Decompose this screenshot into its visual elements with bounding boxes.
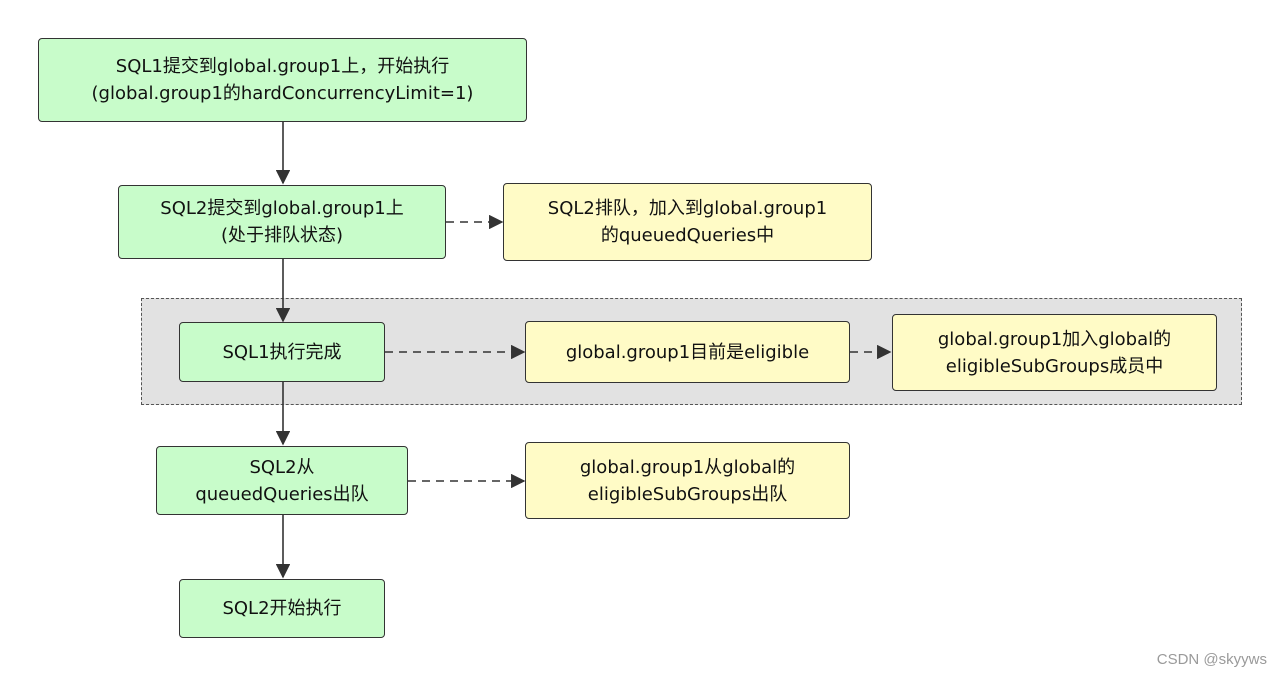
node-sql2-submit: SQL2提交到global.group1上 (处于排队状态) [118,185,446,259]
node-sql2-dequeue-line2: queuedQueries出队 [195,483,369,505]
node-sql2-submit-line1: SQL2提交到global.group1上 [160,198,404,219]
node-sql2-queue: SQL2排队，加入到global.group1 的queuedQueries中 [503,183,872,261]
node-sql1-submit-line1: SQL1提交到global.group1上，开始执行 [115,56,450,77]
node-sql2-execute-line1: SQL2开始执行 [222,598,342,619]
node-sql1-submit-line2: (global.group1的hardConcurrencyLimit=1) [91,83,474,104]
node-sql1-submit: SQL1提交到global.group1上，开始执行 (global.group… [38,38,527,122]
node-group-leave-eligible-line1: global.group1从global的 [579,456,796,478]
node-sql1-complete: SQL1执行完成 [179,322,385,382]
node-sql2-execute: SQL2开始执行 [179,579,385,638]
node-sql2-dequeue-line1: SQL2从 [249,456,315,478]
node-group-join-eligible-line2: eligibleSubGroups成员中 [945,355,1164,377]
node-group-eligible-line1: global.group1目前是eligible [565,341,810,363]
node-group-eligible: global.group1目前是eligible [525,321,850,383]
watermark-text: CSDN @skyyws [1156,651,1267,668]
node-group-join-eligible-line1: global.group1加入global的 [937,328,1172,350]
node-group-leave-eligible-line2: eligibleSubGroups出队 [587,483,788,505]
node-sql2-submit-line2: (处于排队状态) [220,225,344,246]
node-group-leave-eligible: global.group1从global的 eligibleSubGroups出… [525,442,850,519]
node-group-join-eligible: global.group1加入global的 eligibleSubGroups… [892,314,1217,391]
node-sql2-queue-line2: 的queuedQueries中 [600,225,775,246]
node-sql2-queue-line1: SQL2排队，加入到global.group1 [547,198,828,219]
node-sql2-dequeue: SQL2从 queuedQueries出队 [156,446,408,515]
node-sql1-complete-line1: SQL1执行完成 [222,341,342,363]
